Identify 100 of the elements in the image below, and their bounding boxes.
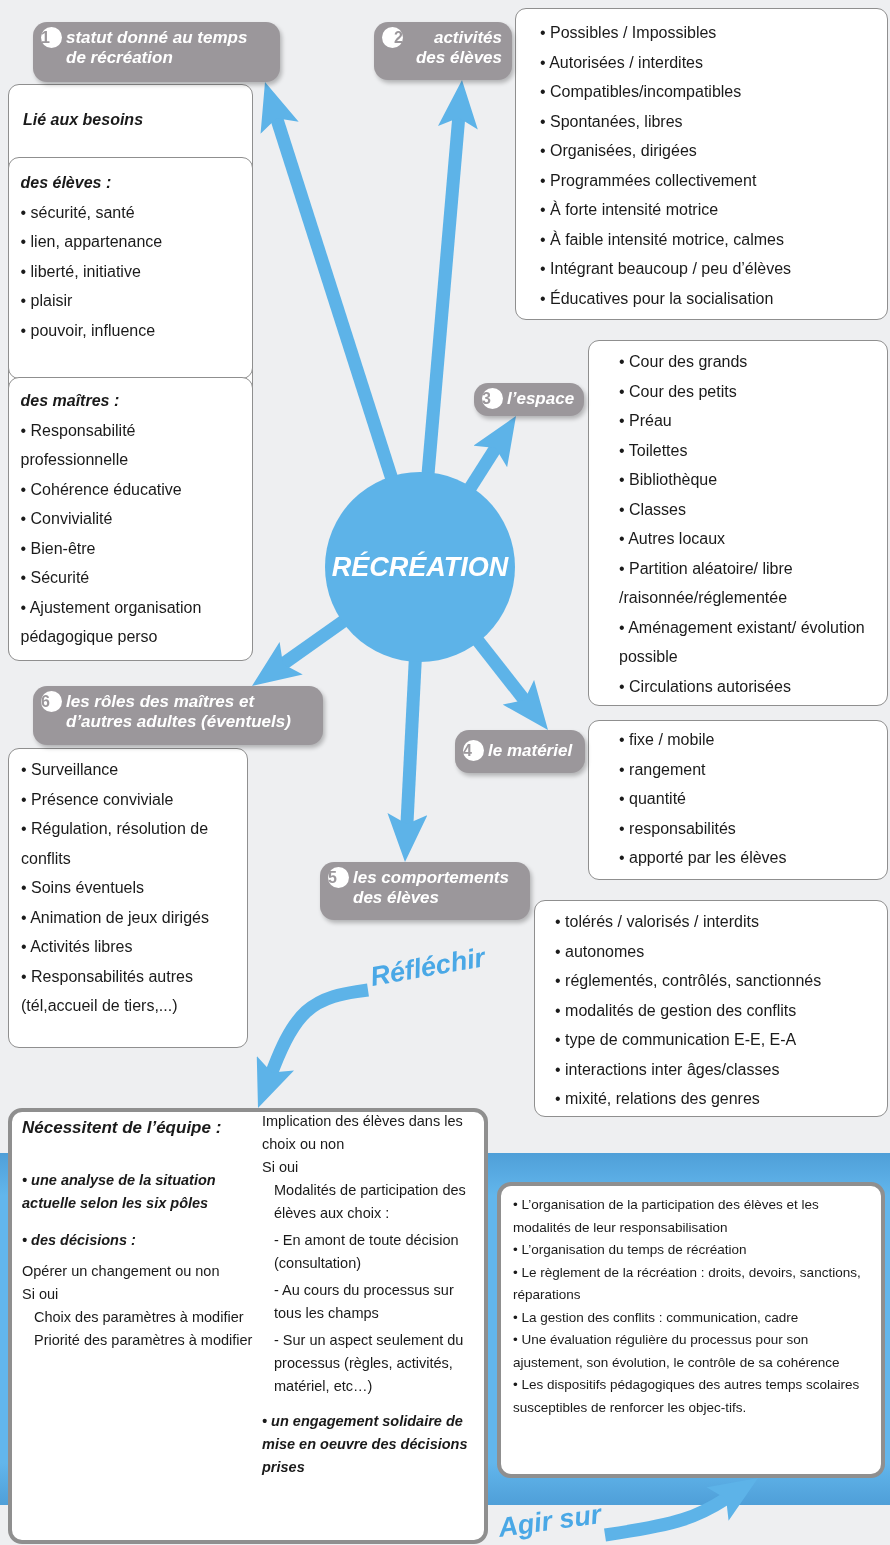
number-badge: 2: [382, 27, 403, 48]
list-item: • La gestion des conflits : communication, cadre: [513, 1308, 800, 1327]
list-item: • L’organisation du temps de récréation: [513, 1241, 748, 1259]
list-box: [497, 1182, 885, 1478]
list-item: • Présence conviviale: [21, 789, 175, 810]
list-item: • Préau: [619, 411, 673, 431]
list-item: • pouvoir, influence: [20, 320, 157, 341]
list-item: • type de communication E-E, E-A: [555, 1030, 798, 1050]
list-item: • sécurité, santé: [20, 202, 136, 223]
body-text: - Au cours du processus sur tous les champs: [273, 1281, 455, 1323]
list-box: [534, 900, 888, 1117]
body-text: Opérer un changement ou non: [22, 1262, 221, 1281]
category-label: [474, 383, 584, 416]
list-item: • Classes: [619, 499, 687, 520]
number-badge: 6: [41, 691, 62, 712]
category-label: [374, 22, 512, 80]
edge-label: Agir sur: [496, 1498, 604, 1545]
list-item: • responsabilités: [619, 818, 737, 839]
list-item: • Partition aléatoire/ libre /raisonnée/réglementée: [619, 558, 794, 608]
list-item: • Circulations autorisées: [619, 676, 792, 697]
list-item: • Bibliothèque: [619, 470, 719, 490]
list-item: • Une évaluation régulière du processus pour son ajustement, son évolution, le contrôle de sa cohérence: [513, 1331, 841, 1372]
list-item: • modalités de gestion des conflits: [555, 1000, 798, 1021]
list-item: • Aménagement existant/ évolution possible: [619, 617, 866, 667]
category-title: les comportements des élèves: [353, 868, 510, 908]
list-item: • quantité: [619, 789, 687, 809]
list-box: [7, 377, 253, 661]
number-badge: 3: [482, 388, 503, 409]
list-item: • Animation de jeux dirigés: [21, 907, 210, 928]
list-item: • Spontanées, libres: [540, 111, 684, 132]
category-title: le matériel: [488, 741, 574, 761]
list-box: [7, 157, 253, 379]
list-item: • Organisées, dirigées: [540, 141, 698, 161]
body-text: Implication des élèves dans les choix ou non: [262, 1112, 464, 1154]
list-item: • L’organisation de la participation des élèves et les modalités de leur responsabilisation: [513, 1196, 820, 1237]
list-item: • autonomes: [555, 941, 646, 962]
list-item: • apporté par les élèves: [619, 848, 788, 868]
list-item: • rangement: [619, 759, 707, 780]
section-heading: des élèves :: [20, 173, 113, 193]
number-badge: 1: [41, 27, 62, 48]
list-item: • mixité, relations des genres: [555, 1089, 761, 1109]
list-item: • fixe / mobile: [619, 730, 716, 750]
body-text: Si oui: [22, 1285, 60, 1304]
list-item: • Sécurité: [20, 568, 91, 588]
list-item: • Ajustement organisation pédagogique perso: [20, 597, 203, 647]
list-item: • Le règlement de la récréation : droits, devoirs, sanctions, réparations: [513, 1263, 862, 1304]
body-text: Modalités de participation des élèves aux choix :: [273, 1181, 467, 1223]
list-item: • Convivialité: [20, 509, 114, 529]
category-label: [33, 22, 280, 82]
category-label: [455, 730, 585, 773]
list-item: • Toilettes: [619, 440, 689, 461]
list-box: [515, 8, 888, 320]
category-title: les rôles des maîtres et d’autres adultes (éventuels): [66, 692, 292, 732]
list-box: [8, 748, 248, 1048]
list-box: [8, 84, 253, 660]
edge-label: Réfléchir: [368, 942, 488, 993]
body-text: Si oui: [262, 1158, 300, 1177]
number-badge: 4: [463, 740, 484, 761]
list-item: • Soins éventuels: [21, 878, 145, 898]
list-item: • Autorisées / interdites: [540, 52, 704, 73]
heading-text: • un engagement solidaire de mise en oeuvre des décisions prises: [262, 1412, 469, 1477]
list-item: • Cohérence éducative: [20, 479, 183, 500]
number-badge: 5: [328, 867, 349, 888]
list-item: • Les dispositifs pédagogiques des autres temps scolaires susceptibles de renforcer les objec-tifs.: [513, 1376, 861, 1417]
summary-box: [8, 1108, 488, 1544]
list-item: • Cour des petits: [619, 381, 738, 402]
list-item: • Compatibles/incompatibles: [540, 82, 743, 102]
list-item: • Surveillance: [21, 760, 120, 780]
list-item: • Activités libres: [21, 937, 134, 957]
body-text: Choix des paramètres à modifier: [33, 1308, 245, 1327]
list-item: • liberté, initiative: [20, 261, 142, 282]
list-item: • Programmées collectivement: [540, 170, 758, 191]
list-box: [588, 340, 888, 706]
category-label: [320, 862, 530, 920]
list-item: • Bien-être: [20, 538, 97, 559]
list-item: • Responsabilité professionnelle: [20, 420, 137, 470]
category-title: activités des élèves: [415, 28, 502, 68]
heading-text: • des décisions :: [22, 1231, 137, 1250]
category-title: l’espace: [507, 389, 575, 409]
list-item: • Éducatives pour la socialisation: [540, 288, 775, 309]
list-item: • lien, appartenance: [20, 232, 164, 252]
category-title: statut donné au temps de récréation: [66, 28, 249, 68]
list-item: • À faible intensité motrice, calmes: [540, 229, 785, 250]
list-item: • Responsabilités autres (tél,accueil de tiers,...): [21, 966, 194, 1016]
list-item: • Possibles / Impossibles: [540, 23, 718, 43]
list-item: • interactions inter âges/classes: [555, 1059, 781, 1080]
list-item: • plaisir: [20, 291, 74, 311]
list-item: • tolérés / valorisés / interdits: [555, 912, 760, 932]
list-item: • Intégrant beaucoup / peu d’élèves: [540, 259, 793, 279]
body-text: - Sur un aspect seulement du processus (règles, activités, matériel, etc…): [273, 1331, 465, 1396]
list-item: • Cour des grands: [619, 352, 749, 372]
list-item: • Autres locaux: [619, 529, 727, 549]
list-item: • réglementés, contrôlés, sanctionnés: [555, 971, 823, 991]
heading-text: Nécessitent de l’équipe :: [22, 1117, 223, 1139]
body-text: Priorité des paramètres à modifier: [33, 1331, 254, 1350]
category-label: [33, 686, 323, 745]
list-box: [588, 720, 888, 880]
arrow: [604, 1478, 758, 1542]
body-text: - En amont de toute décision (consultation): [273, 1231, 460, 1273]
center-title: RÉCRÉATION: [331, 551, 509, 583]
